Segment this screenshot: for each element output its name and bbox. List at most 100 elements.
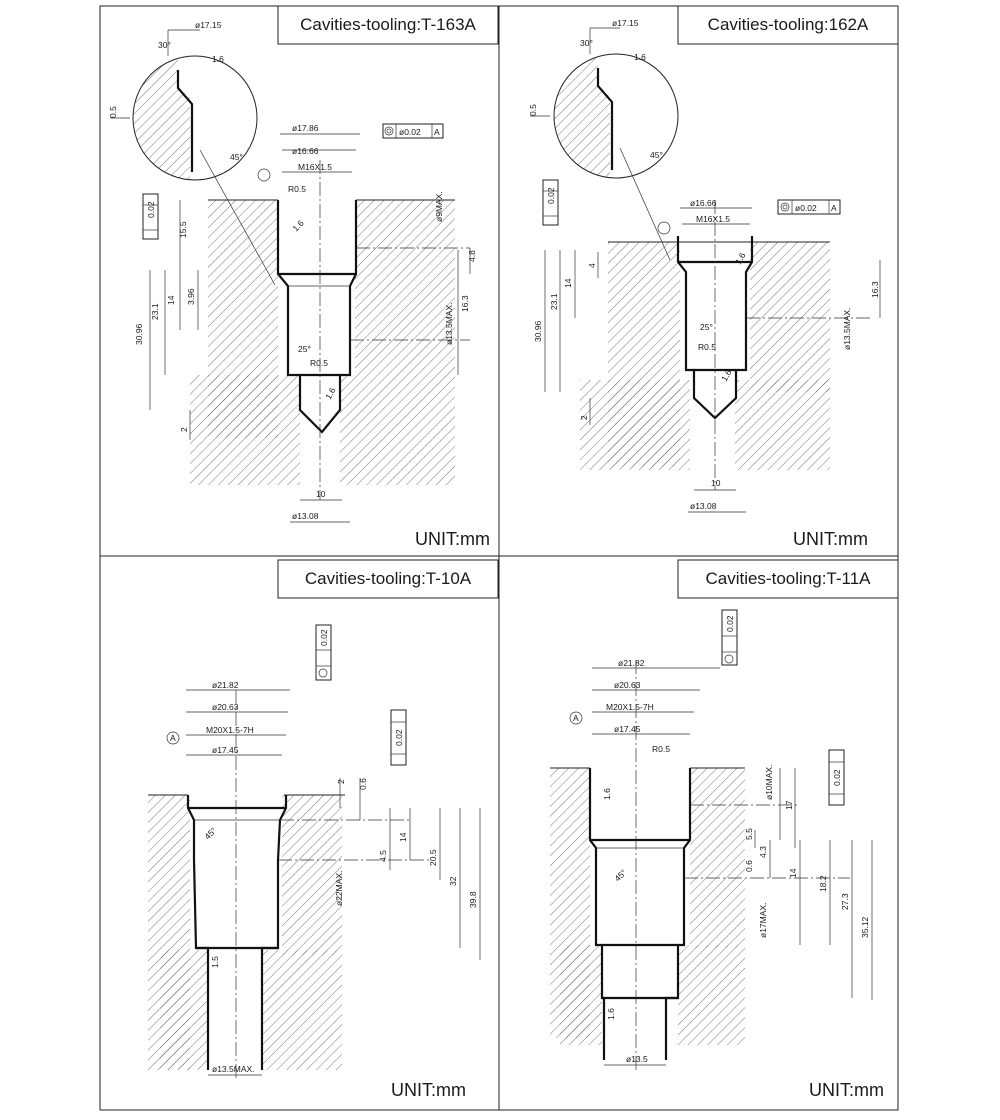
title-box xyxy=(677,5,899,45)
dim-text: A xyxy=(434,127,440,137)
dim-text: 3.96 xyxy=(186,288,196,305)
dim-text: ø21.82 xyxy=(618,658,645,668)
dim-text: 30° xyxy=(158,40,171,50)
panel-t10a: Cavities-tooling:T-10A UNIT:mm xyxy=(148,559,499,1100)
unit-label: UNIT:mm xyxy=(809,1080,884,1100)
dim-text: 45° xyxy=(650,150,663,160)
tolerance-frame xyxy=(828,749,845,806)
dim-text: 4 xyxy=(587,263,597,268)
dim-text: 30.96 xyxy=(533,320,543,342)
dim-text: 4.8 xyxy=(467,250,477,262)
dim-text: 0.02 xyxy=(832,769,842,786)
dim-text: M20X1.5-7H xyxy=(206,725,254,735)
dim-text: 1.6 xyxy=(290,218,306,234)
dim-text: 5.5 xyxy=(744,828,754,840)
dim-text: ø0.02 xyxy=(399,127,421,137)
dim-text: M16X1.5 xyxy=(696,214,730,224)
dim-text: 1.6 xyxy=(733,251,748,266)
dim-text: 0.02 xyxy=(394,729,404,746)
dim-text: ø22MAX. xyxy=(334,871,344,906)
dimension-lines xyxy=(149,133,471,523)
dim-text: ø9MAX. xyxy=(434,191,444,222)
dim-text: 16.3 xyxy=(460,295,470,312)
dim-text: 20.5 xyxy=(428,849,438,866)
tolerance-frame xyxy=(315,624,332,681)
datum-marker xyxy=(657,221,671,235)
dim-text: 14 xyxy=(788,868,798,878)
dim-text: ø17.15 xyxy=(612,18,639,28)
dim-text: ø13.5MAX. xyxy=(444,302,454,345)
cavity-section xyxy=(190,160,470,500)
dim-text: 10 xyxy=(316,489,326,499)
dim-text: 0.5 xyxy=(108,106,118,118)
dim-text: ø17.15 xyxy=(195,20,222,30)
title-box xyxy=(277,559,499,599)
dim-text: ø13.5MAX. xyxy=(212,1064,255,1074)
cavity-section xyxy=(550,660,850,1070)
dim-text: 1.6 xyxy=(212,54,224,64)
dimension-lines xyxy=(544,207,881,513)
dim-text: ø10MAX. xyxy=(764,765,774,800)
dim-text: 17 xyxy=(784,800,794,810)
title-box xyxy=(277,5,499,45)
unit-label: UNIT:mm xyxy=(415,529,490,549)
panel-title: Cavities-tooling:T-163A xyxy=(300,15,476,34)
dim-text: 4.3 xyxy=(758,846,768,858)
dim-text: 32 xyxy=(448,876,458,886)
dim-text: 2 xyxy=(179,427,189,432)
dim-text: 39.8 xyxy=(468,891,478,908)
dim-text: 1.5 xyxy=(210,956,220,968)
panel-title: Cavities-tooling:T-10A xyxy=(305,569,472,588)
dim-text: 18.2 xyxy=(818,875,828,892)
detail-view xyxy=(530,27,679,261)
cavity-section xyxy=(580,200,870,490)
dim-text: ø16.66 xyxy=(690,198,717,208)
dim-text: 1.6 xyxy=(634,52,646,62)
dim-text: 1.6 xyxy=(323,386,338,401)
dim-text: ø20.63 xyxy=(212,702,239,712)
dim-text: 30° xyxy=(580,38,593,48)
dim-text: ø17.86 xyxy=(292,123,319,133)
panel-162a: Cavities-tooling:162A UNIT:mm ø17.15 30°… xyxy=(528,5,899,549)
dim-text: A xyxy=(573,713,579,723)
dim-text: 45° xyxy=(230,152,243,162)
sheet-frame xyxy=(99,5,899,1111)
unit-label: UNIT:mm xyxy=(793,529,868,549)
dim-text: 1.6 xyxy=(602,788,612,800)
dim-text: R0.5 xyxy=(310,358,328,368)
dim-text: 23.1 xyxy=(549,293,559,310)
dim-text: 0.02 xyxy=(319,629,329,646)
dim-text: 27.3 xyxy=(840,893,850,910)
dim-text: 14 xyxy=(398,832,408,842)
dim-text: R0.5 xyxy=(288,184,306,194)
tolerance-frame xyxy=(542,179,559,226)
dim-text: 0.6 xyxy=(744,860,754,872)
dim-text: A xyxy=(170,733,176,743)
dim-text: ø13.08 xyxy=(690,501,717,511)
dim-text: M20X1.5-7H xyxy=(606,702,654,712)
dimension-lines xyxy=(592,667,873,1066)
dim-text: 10 xyxy=(711,478,721,488)
datum-marker xyxy=(569,711,583,725)
panel-title: Cavities-tooling:162A xyxy=(708,15,869,34)
dim-text: ø17.45 xyxy=(212,745,239,755)
dimension-lines xyxy=(186,689,481,1076)
dim-text: A xyxy=(831,203,837,213)
tolerance-frame xyxy=(382,123,444,139)
dim-text: ø13.5MAX. xyxy=(842,307,852,350)
panel-t163a: Cavities-tooling:T-163A UNIT:mm ø17.15 3… xyxy=(108,5,499,549)
cavity-section xyxy=(148,690,430,1080)
dim-text: 0.02 xyxy=(146,201,156,218)
tolerance-frame xyxy=(142,193,159,240)
dim-text: R0.5 xyxy=(698,342,716,352)
tolerance-frame xyxy=(390,709,407,766)
unit-label: UNIT:mm xyxy=(391,1080,466,1100)
dim-text: ø17MAX. xyxy=(758,903,768,938)
dim-text: 1.6 xyxy=(606,1008,616,1020)
dim-text: 30.96 xyxy=(134,323,144,345)
dim-text: ø13.5 xyxy=(626,1054,648,1064)
dim-text: 4.5 xyxy=(378,850,388,862)
tolerance-frame xyxy=(777,199,841,215)
datum-marker xyxy=(257,168,271,182)
